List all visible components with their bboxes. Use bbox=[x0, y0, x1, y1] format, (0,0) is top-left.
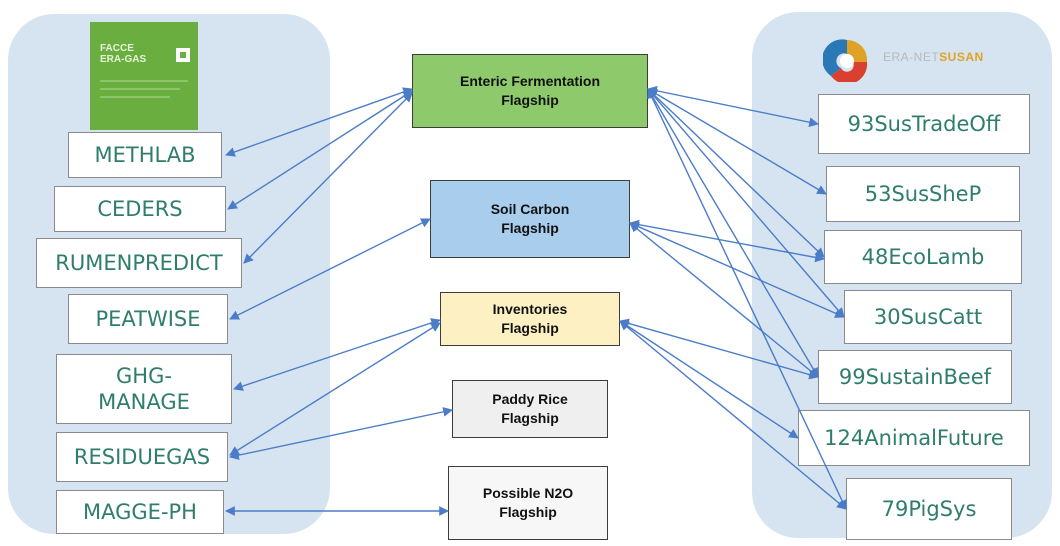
project-box-99sustainbeef: 99SustainBeef bbox=[818, 350, 1012, 404]
project-box-ghg-manage: GHG- MANAGE bbox=[56, 354, 232, 424]
arrow-inventories-79pigsys bbox=[619, 320, 847, 510]
project-box-53susshep: 53SusSheP bbox=[826, 166, 1020, 222]
logo-decoration bbox=[100, 96, 170, 98]
era-net-susan-logo-icon bbox=[823, 39, 868, 82]
arrow-enteric-53susshep bbox=[647, 88, 827, 195]
project-box-magge-ph: MAGGE-PH bbox=[56, 490, 224, 534]
project-box-peatwise: PEATWISE bbox=[68, 294, 228, 344]
flagship-soil-carbon: Soil Carbon Flagship bbox=[430, 180, 630, 258]
project-box-residuegas: RESIDUEGAS bbox=[56, 432, 228, 482]
era-net-susan-logo-text: ERA-NETSUSAN bbox=[883, 50, 984, 64]
project-box-79pigsys: 79PigSys bbox=[846, 478, 1012, 540]
flagship-paddy-rice: Paddy Rice Flagship bbox=[452, 380, 608, 438]
project-box-30suscatt: 30SusCatt bbox=[844, 290, 1012, 344]
arrow-ghg-inventories bbox=[233, 318, 441, 391]
flagship-possible-n2o: Possible N2O Flagship bbox=[448, 466, 608, 540]
project-box-rumenpredict: RUMENPREDICT bbox=[36, 238, 242, 288]
arrow-enteric-79pigsys bbox=[647, 88, 847, 510]
logo-text-era-net: ERA-NET bbox=[883, 50, 940, 64]
arrow-enteric-99sustainbeef bbox=[647, 88, 819, 378]
logo-text-susan: SUSAN bbox=[939, 50, 984, 64]
project-box-93sustradeoff: 93SusTradeOff bbox=[818, 94, 1030, 154]
logo-decoration bbox=[100, 88, 180, 90]
arrow-inventories-99sustainbeef bbox=[619, 318, 819, 380]
project-box-methlab: METHLAB bbox=[68, 132, 222, 178]
project-box-48ecolamb: 48EcoLamb bbox=[824, 230, 1022, 284]
arrow-soil-99sustainbeef bbox=[629, 222, 819, 378]
arrow-residuegas-paddy bbox=[229, 407, 453, 460]
flagship-inventories: Inventories Flagship bbox=[440, 292, 620, 346]
facce-era-gas-logo-text: FACCE ERA-GAS bbox=[100, 43, 147, 65]
flagship-enteric-fermentation: Enteric Fermentation Flagship bbox=[412, 54, 648, 128]
arrow-ceders-enteric bbox=[227, 90, 413, 210]
project-box-ceders: CEDERS bbox=[54, 186, 226, 232]
facce-era-gas-logo: FACCE ERA-GAS bbox=[90, 22, 198, 130]
arrow-peatwise-soil bbox=[229, 218, 431, 320]
logo-decoration bbox=[100, 80, 188, 82]
arrow-soil-30suscatt bbox=[629, 222, 845, 318]
facce-glyph-icon bbox=[176, 48, 190, 62]
